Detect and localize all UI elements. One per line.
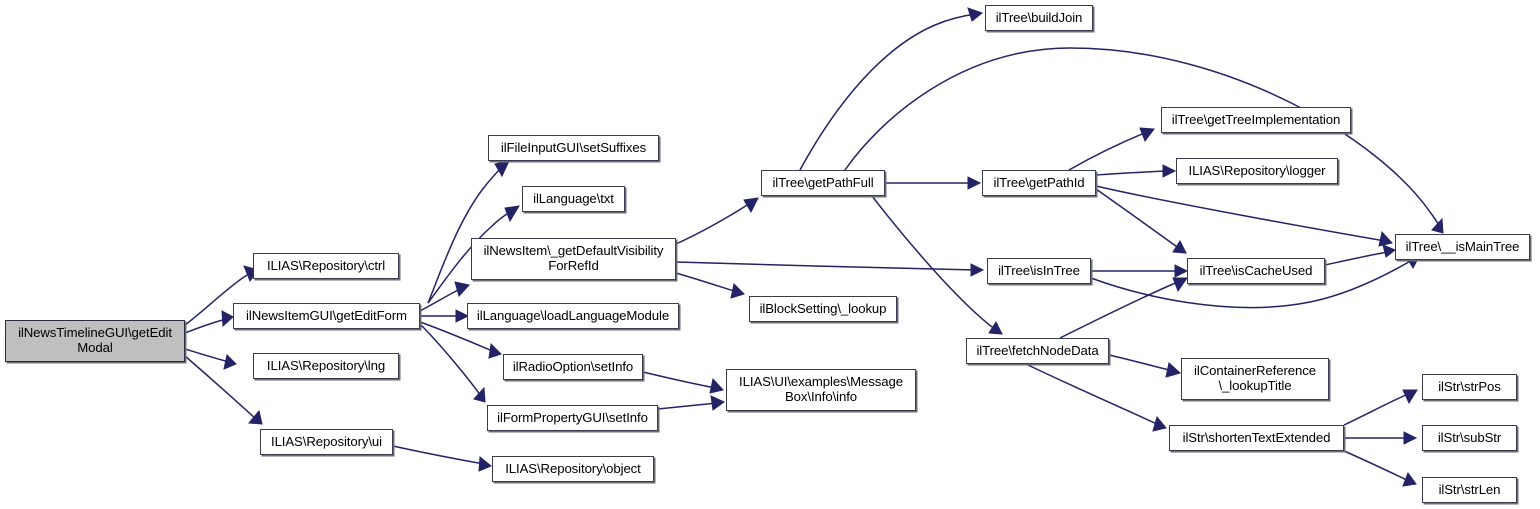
arrowhead-icon	[709, 377, 724, 394]
graph-edge-n16-to-n18	[1095, 164, 1177, 178]
graph-edge-n16-to-n17	[1068, 127, 1155, 171]
graph-edge-n2-to-n8	[420, 309, 470, 323]
arrowhead-icon	[247, 409, 263, 425]
arrowhead-icon	[1378, 230, 1393, 247]
graph-node-n2[interactable]: ilNewsItemGUI\getEditForm	[233, 303, 420, 329]
graph-node-n1[interactable]: ILIAS\Repository\ctrl	[253, 253, 399, 279]
graph-edge-n2-to-n5	[427, 160, 510, 304]
graph-node-n20[interactable]: ilTree\isCacheUsed	[1187, 258, 1325, 284]
graph-edge-n19-to-n20	[1091, 264, 1189, 278]
graph-node-n12[interactable]: ILIAS\UI\examples\Message Box\Info\info	[726, 369, 916, 411]
graph-node-n21[interactable]: ilTree\__isMainTree	[1395, 234, 1530, 260]
graph-node-n17[interactable]: ilTree\getTreeImplementation	[1161, 107, 1351, 133]
graph-edge-n2-to-n6	[427, 205, 520, 304]
graph-node-n8[interactable]: ilLanguage\loadLanguageModule	[467, 303, 679, 329]
graph-node-n15[interactable]: ilTree\buildJoin	[985, 5, 1093, 31]
graph-edge-n2-to-n10	[419, 323, 486, 403]
arrowhead-icon	[455, 309, 470, 323]
graph-edge-n24-to-n26	[1343, 431, 1418, 445]
arrowhead-icon	[743, 197, 759, 214]
arrowhead-icon	[223, 353, 237, 370]
graph-edge-n7-to-n19	[675, 261, 985, 277]
graph-edge-n2-to-n9	[419, 321, 502, 359]
graph-edge-n14-to-n15	[799, 7, 984, 171]
graph-edge-n7-to-n14	[675, 197, 759, 245]
graph-node-n14[interactable]: ilTree\getPathFull	[761, 170, 885, 196]
arrowhead-icon	[1139, 127, 1155, 143]
graph-node-n18[interactable]: ILIAS\Repository\logger	[1176, 158, 1338, 184]
graph-edge-n20-to-n21	[1324, 244, 1396, 266]
arrowhead-icon	[970, 263, 985, 277]
arrowhead-icon	[1152, 415, 1167, 432]
graph-edge-n22-to-n24	[1025, 363, 1167, 432]
graph-edge-n0-to-n4	[184, 355, 263, 425]
graph-node-n19[interactable]: ilTree\isInTree	[987, 258, 1091, 284]
graph-edge-n14-to-n21	[844, 47, 1444, 234]
arrowhead-icon	[1165, 362, 1182, 378]
arrowhead-icon	[473, 386, 486, 403]
graph-edge-n22-to-n23	[1108, 354, 1182, 378]
graph-node-n13[interactable]: ilBlockSetting\_lookup	[749, 296, 897, 322]
graph-node-n9[interactable]: ilRadioOption\setInfo	[503, 354, 643, 380]
graph-edge-n14-to-n16	[885, 176, 982, 190]
graph-edge-n24-to-n27	[1343, 450, 1417, 487]
graph-edge-n0-to-n3	[184, 348, 237, 370]
graph-node-n5[interactable]: ilFileInputGUI\setSuffixes	[488, 135, 659, 161]
graph-node-n3[interactable]: ILIAS\Repository\lng	[253, 353, 399, 379]
arrowhead-icon	[967, 176, 982, 190]
graph-edge-n16-to-n21	[1095, 185, 1393, 247]
arrowhead-icon	[1174, 264, 1189, 278]
arrowhead-icon	[1382, 244, 1396, 258]
graph-node-n23[interactable]: ilContainerReference \_lookupTitle	[1181, 358, 1329, 400]
graph-node-n26[interactable]: ilStr\subStr	[1422, 425, 1517, 451]
graph-node-n22[interactable]: ilTree\fetchNodeData	[966, 338, 1109, 364]
arrowhead-icon	[1162, 164, 1177, 178]
arrowhead-icon	[1172, 239, 1187, 254]
graph-node-n24[interactable]: ilStr\shortenTextExtended	[1169, 425, 1344, 451]
graph-edge-n7-to-n13	[675, 272, 745, 299]
arrowhead-icon	[221, 310, 234, 328]
graph-node-n7[interactable]: ilNewsItem\_getDefaultVisibility ForRefI…	[471, 238, 676, 280]
graph-edge-n0-to-n2	[184, 310, 234, 334]
arrowhead-icon	[1431, 217, 1444, 234]
arrowhead-icon	[730, 282, 745, 299]
arrowhead-icon	[504, 205, 520, 223]
arrowhead-icon	[478, 456, 492, 472]
graph-node-n11[interactable]: ILIAS\Repository\object	[492, 456, 654, 482]
arrowhead-icon	[1403, 431, 1418, 445]
graph-edge-n14-to-n22	[871, 195, 1003, 335]
graph-node-n4[interactable]: ILIAS\Repository\ui	[260, 429, 393, 455]
graph-node-n0[interactable]: ilNewsTimelineGUI\getEdit Modal	[5, 320, 185, 362]
arrowhead-icon	[710, 395, 725, 411]
arrowhead-icon	[488, 342, 502, 359]
arrowhead-icon	[494, 160, 510, 178]
graph-node-n10[interactable]: ilFormPropertyGUI\setInfo	[487, 405, 658, 431]
graph-edge-n10-to-n12	[657, 395, 725, 411]
arrowhead-icon	[1402, 471, 1417, 487]
graph-edge-n24-to-n25	[1343, 389, 1418, 426]
graph-edge-n4-to-n11	[392, 445, 492, 472]
arrowhead-icon	[454, 281, 470, 298]
graph-node-n25[interactable]: ilStr\strPos	[1422, 374, 1517, 400]
graph-edge-n22-to-n20	[1059, 277, 1188, 339]
graph-edge-n9-to-n12	[642, 371, 724, 394]
graph-edge-n2-to-n7	[419, 281, 470, 312]
arrowhead-icon	[1172, 277, 1188, 293]
graph-edge-n16-to-n20	[1095, 188, 1187, 254]
graph-node-n16[interactable]: ilTree\getPathId	[982, 170, 1096, 196]
arrowhead-icon	[967, 7, 984, 22]
graph-node-n6[interactable]: ilLanguage\txt	[522, 186, 625, 212]
arrowhead-icon	[1402, 389, 1418, 405]
graph-node-n27[interactable]: ilStr\strLen	[1422, 477, 1517, 503]
arrowhead-icon	[988, 320, 1003, 335]
